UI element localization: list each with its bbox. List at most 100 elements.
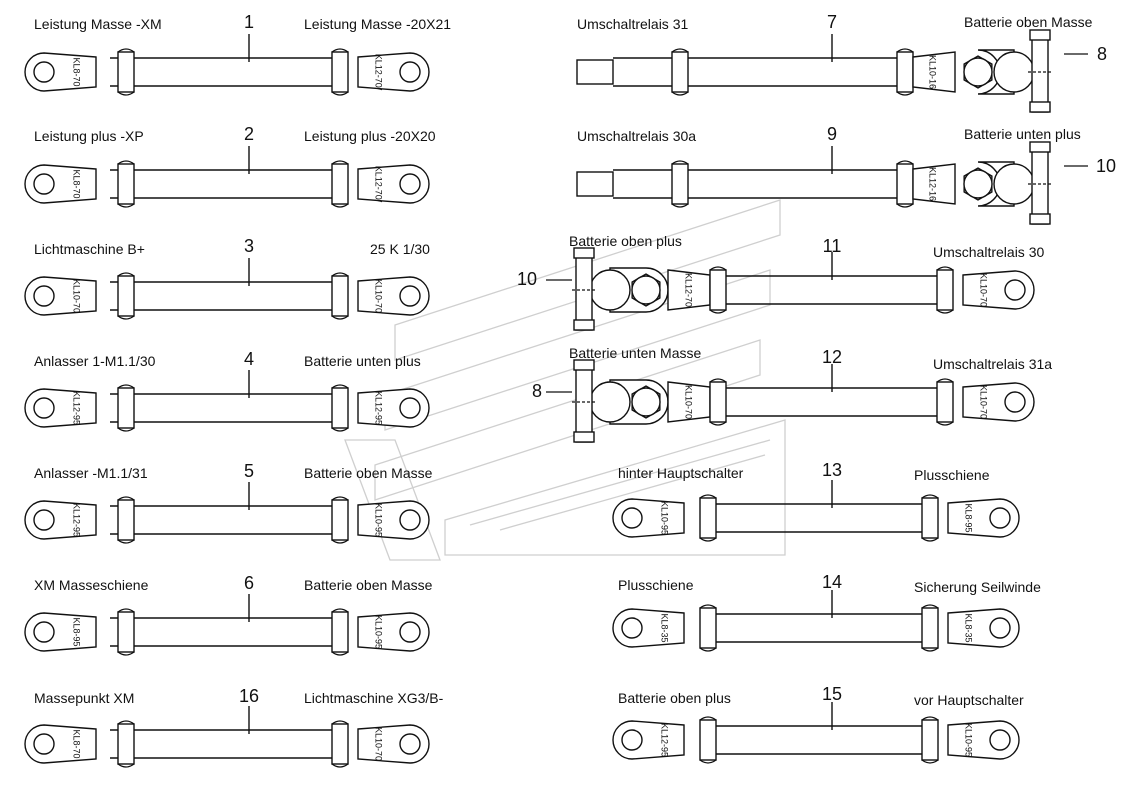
cable-7-lug: [912, 51, 956, 93]
cable-14-right-label: Sicherung Seilwinde: [914, 579, 1041, 595]
cable-14-left-lug: KL8-35: [612, 608, 685, 648]
cable-11-number: 11: [822, 236, 842, 256]
cable-9-right-sleeve-curl: [896, 160, 914, 208]
cable-15-right-sleeve: [921, 719, 939, 761]
cable-3-number: 3: [243, 236, 254, 256]
cable-7-clamp-number: 8: [1096, 44, 1107, 64]
cable-1-right-label: Leistung Masse -20X21: [304, 16, 452, 32]
cable-9-left-sleeve: [671, 163, 689, 205]
cable-9-right-sleeve: [896, 163, 914, 205]
cable-4-right-lug: KL12-95: [357, 388, 430, 428]
lug-hole: [33, 621, 55, 643]
cable-3: KL10-70 KL10-70: [24, 258, 430, 320]
cable-11-left-sleeve: [709, 269, 727, 311]
cable-5-left-lug: KL12-95: [24, 500, 97, 540]
cable-13-left-lug: KL10-95: [612, 498, 685, 538]
cable-6-left-label: XM Masseschiene: [34, 577, 149, 593]
cable-7-clamp: [963, 29, 1052, 113]
lug-hole: [1004, 391, 1026, 413]
cable-6-left-sleeve-curl: [117, 608, 135, 656]
cable-11-left-label: Batterie oben plus: [569, 233, 682, 249]
lug-tag: KL10-95: [660, 501, 670, 535]
cable-16-right-sleeve: [331, 723, 349, 765]
cable-13-left-sleeve: [699, 497, 717, 539]
cable-1-right-sleeve-curl: [331, 48, 349, 96]
cable-4-right-sleeve-curl: [331, 384, 349, 432]
lug-hole: [33, 509, 55, 531]
cable-3-right-label: 25 K 1/30: [370, 241, 430, 257]
lug-hole: [989, 729, 1011, 751]
cable-15-left-lug: KL12-95: [612, 720, 685, 760]
cable-16-left-label: Massepunkt XM: [34, 690, 135, 706]
lug-tag: KL10-70: [72, 279, 82, 313]
lug-hole: [621, 729, 643, 751]
lug-tag: KL12-95: [660, 723, 670, 757]
cable-12-lug-tag: KL10-70: [684, 385, 694, 419]
cable-7-number: 7: [826, 12, 837, 32]
cable-14-left-sleeve: [699, 607, 717, 649]
lug-tag: KL10-95: [964, 723, 974, 757]
cable-11-right-lug: KL10-70: [962, 270, 1035, 310]
cable-5-number: 5: [243, 461, 254, 481]
cable-4-left-lug: KL12-95: [24, 388, 97, 428]
cable-11-clamp-number: 10: [516, 269, 538, 289]
cable-15: KL12-95 KL10-95: [612, 702, 1020, 764]
cable-3-right-sleeve: [331, 275, 349, 317]
cable-16-right-sleeve-curl: [331, 720, 349, 768]
cable-12: KL10-70 KL10-70: [546, 359, 1035, 443]
lug-hole: [989, 507, 1011, 529]
cable-13-right-sleeve: [921, 497, 939, 539]
cable-14-right-lug: KL8-35: [947, 608, 1020, 648]
lug-hole: [399, 397, 421, 419]
cable-9-right-label: Batterie unten plus: [964, 126, 1081, 142]
clamp-nut-ring: [963, 169, 993, 199]
clamp-bolt-head: [573, 359, 595, 371]
lug-hole: [399, 61, 421, 83]
cable-2-right-lug: KL12-70/: [357, 164, 430, 204]
cable-1-left-sleeve-curl: [117, 48, 135, 96]
cable-15-right-sleeve-curl: [921, 716, 939, 764]
lug-hole: [33, 173, 55, 195]
cable-7-left-sleeve: [671, 51, 689, 93]
lug-hole: [399, 173, 421, 195]
cable-2-left-lug: KL8-70: [24, 164, 97, 204]
cable-13-right-sleeve-curl: [921, 494, 939, 542]
cable-5-left-sleeve: [117, 499, 135, 541]
cable-2-left-label: Leistung plus -XP: [34, 128, 144, 144]
cable-5-left-sleeve-curl: [117, 496, 135, 544]
cable-12-clamp: [572, 359, 669, 443]
cable-12-number: 12: [821, 347, 843, 367]
cable-3-right-lug: KL10-70: [357, 276, 430, 316]
lug-hole: [33, 733, 55, 755]
cable-15-left-label: Batterie oben plus: [618, 690, 731, 706]
cable-12-right-lug: KL10-70: [962, 382, 1035, 422]
cable-5-right-sleeve: [331, 499, 349, 541]
cable-9-clamp-number: 10: [1095, 156, 1117, 176]
lug-hole: [399, 621, 421, 643]
cable-6-right-sleeve-curl: [331, 608, 349, 656]
cable-14-number: 14: [821, 572, 843, 592]
cable-4-right-sleeve: [331, 387, 349, 429]
cable-1-number: 1: [243, 12, 254, 32]
clamp-bolt-head: [1029, 29, 1051, 41]
cable-4-number: 4: [243, 349, 254, 369]
cable-15-left-sleeve: [699, 719, 717, 761]
cable-14-left-sleeve-curl: [699, 604, 717, 652]
cable-16-number: 16: [238, 686, 260, 706]
cable-14-right-sleeve-curl: [921, 604, 939, 652]
cable-1-right-sleeve: [331, 51, 349, 93]
cable-1-left-label: Leistung Masse -XM: [34, 16, 162, 32]
cable-12-clamp-number: 8: [531, 381, 542, 401]
cable-6-left-sleeve: [117, 611, 135, 653]
cable-2-right-sleeve-curl: [331, 160, 349, 208]
cable-6-number: 6: [243, 573, 254, 593]
cable-7-right-label: Batterie oben Masse: [964, 14, 1093, 30]
cable-11-lug-tag: KL12-70: [684, 273, 694, 307]
clamp-bolt-head: [573, 247, 595, 259]
lug-tag: KL10-70: [374, 279, 384, 313]
lug-hole: [621, 507, 643, 529]
lug-hole: [399, 509, 421, 531]
